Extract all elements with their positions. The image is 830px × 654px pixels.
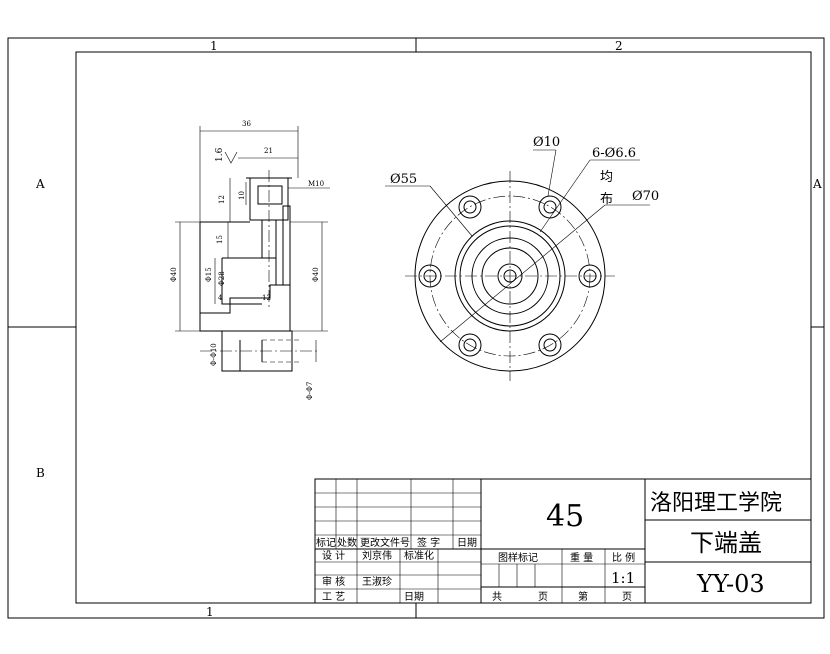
bolt-hole — [538, 333, 562, 357]
school-name: 洛阳理工学院 — [650, 491, 782, 516]
bolt-holes — [418, 195, 602, 357]
label-design: 设 计 — [322, 549, 345, 562]
dim-uniform-1: 均 — [600, 170, 613, 185]
dim-phi70: Ø70 — [632, 189, 659, 204]
surface-finish-symbol — [224, 151, 238, 164]
dim-h15: 15 — [216, 235, 224, 244]
designer-name: 刘京伟 — [362, 549, 392, 562]
label-mark: 标记 — [316, 537, 336, 549]
label-review: 审 核 — [322, 575, 345, 588]
zone-row-a-right: A — [812, 177, 822, 191]
dim-upper-width: 21 — [264, 147, 273, 155]
dim-h10: 10 — [238, 191, 246, 200]
zone-col-1-top: 1 — [210, 39, 218, 53]
zone-col-2-top: 2 — [615, 39, 623, 53]
scale-value: 1:1 — [611, 569, 635, 587]
label-process: 工 艺 — [322, 591, 345, 603]
dim-overall-width: 36 — [242, 120, 251, 128]
label-stage-mark: 图样标记 — [498, 551, 538, 564]
label-total: 共 — [492, 591, 502, 603]
label-sheet-no: 第 — [578, 590, 588, 603]
reviewer-name: 王淑珍 — [362, 575, 392, 588]
part-name: 下端盖 — [690, 529, 762, 557]
surface-finish: 1.6 — [215, 147, 225, 162]
label-zone: 处数 — [337, 536, 357, 549]
label-change-doc: 更改文件号 — [360, 536, 410, 549]
dim-phi40-right: Φ40 — [312, 267, 320, 282]
label-sheets: 页 — [538, 591, 548, 603]
bolt-hole — [418, 264, 442, 288]
material: 45 — [546, 499, 584, 534]
label-weight: 重 量 — [570, 551, 593, 564]
title-block: 标记 处数 更改文件号 签 字 日期 设 计 刘京伟 标准化 审 核 王淑珍 工… — [314, 478, 812, 604]
dim-w12: 12 — [262, 294, 271, 302]
dim-holes-count: 6-Ø6.6 — [592, 146, 636, 161]
section-view: 36 21 1.6 M10 12 10 15 Φ40 Φ28 Φ15 4 12 … — [170, 120, 330, 400]
label-signature: 签 字 — [417, 536, 440, 549]
dim-w4: 4 — [218, 294, 223, 302]
zone-col-1-bottom: 1 — [206, 605, 214, 619]
bolt-hole — [578, 264, 602, 288]
dim-hole-dia: Ø10 — [533, 135, 560, 150]
drawing-number: YY-03 — [696, 570, 765, 598]
bolt-hole — [458, 195, 482, 219]
dim-thread: M10 — [308, 180, 324, 188]
dim-h12: 12 — [218, 195, 226, 204]
dim-uniform-2: 布 — [600, 192, 613, 207]
bolt-hole — [458, 333, 482, 357]
dim-phi7: Φ-Φ7 — [306, 382, 314, 400]
label-date: 日期 — [457, 537, 477, 549]
zone-row-a-left: A — [35, 177, 45, 191]
label-standardize: 标准化 — [404, 549, 434, 562]
label-page: 页 — [622, 591, 632, 603]
section-hatch-neck — [282, 205, 291, 286]
dim-phi28: Φ28 — [218, 271, 226, 286]
zone-row-b-left: B — [36, 466, 45, 480]
dim-phi40-left: Φ40 — [170, 267, 178, 282]
flange-view: Ø10 6-Ø6.6 均 布 Ø55 Ø70 — [385, 135, 659, 381]
label-date-2: 日期 — [404, 591, 424, 603]
section-hatch-body — [199, 284, 291, 332]
label-ratio: 比 例 — [612, 551, 635, 564]
dim-phi15: Φ15 — [205, 267, 213, 282]
dim-phi10: Φ-Φ10 — [210, 343, 218, 366]
dim-phi55: Ø55 — [390, 172, 417, 187]
